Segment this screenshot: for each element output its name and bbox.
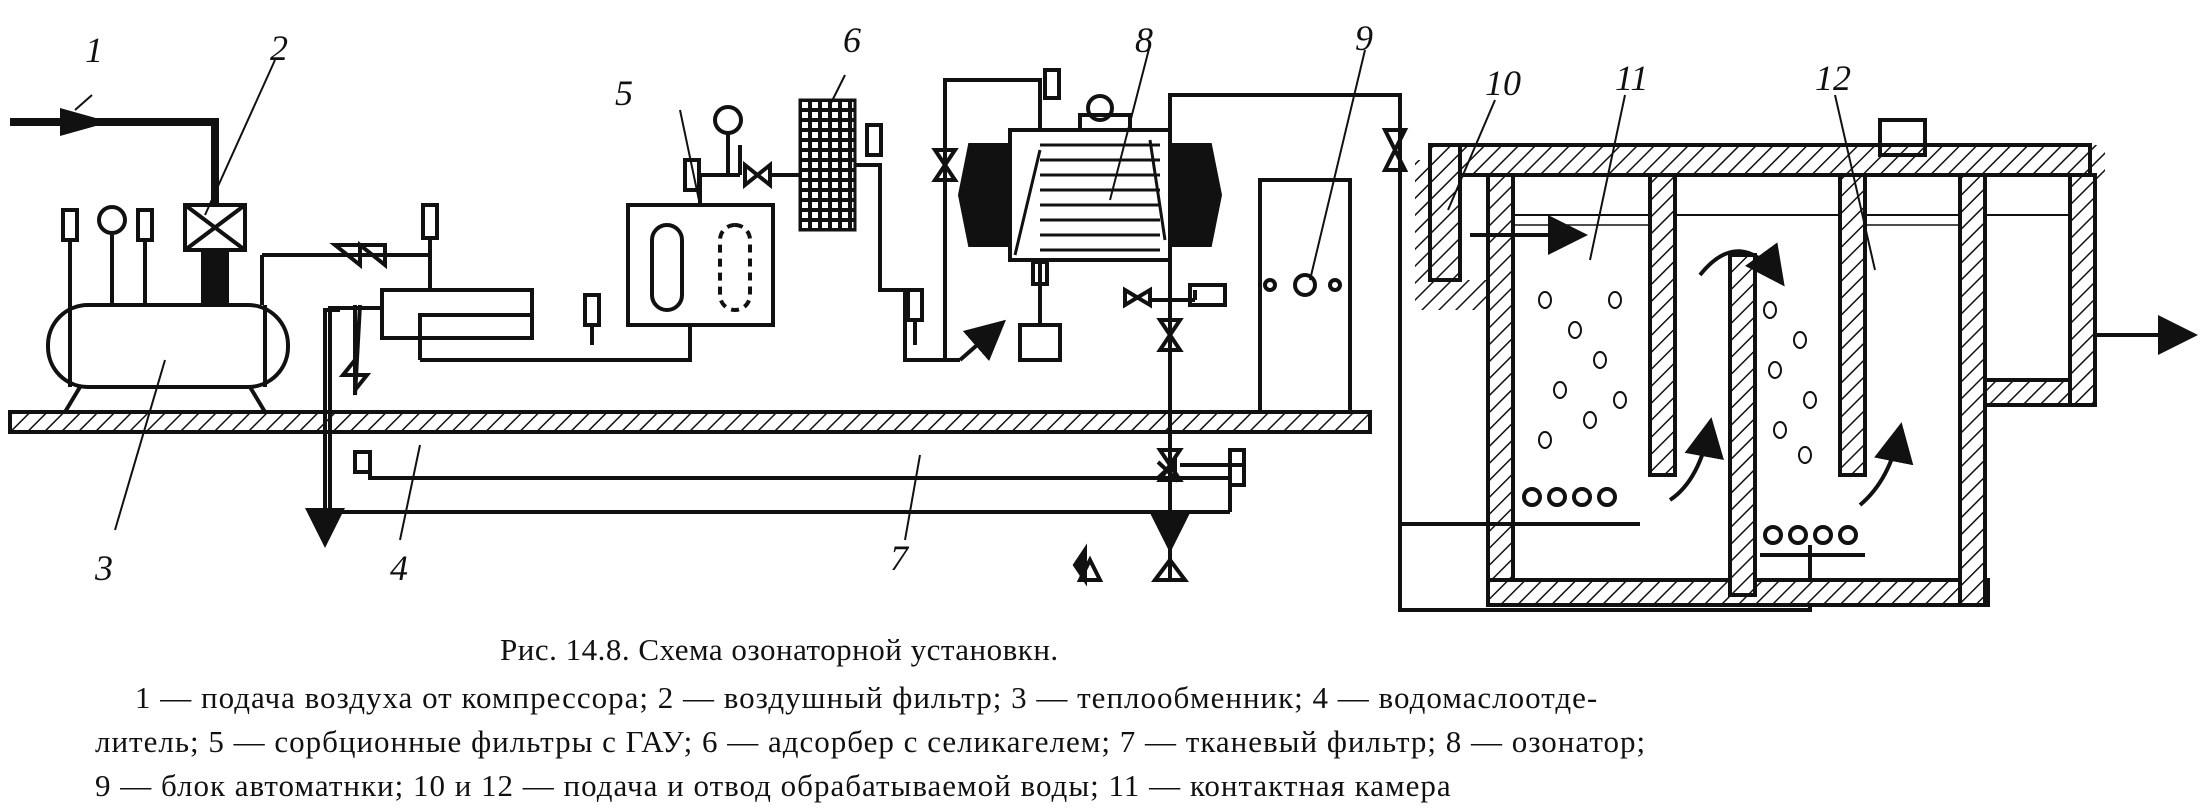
label-12: 12: [1815, 58, 1851, 98]
air-supply-line: [10, 118, 219, 205]
label-6: 6: [843, 20, 861, 60]
label-4: 4: [390, 548, 408, 588]
label-5: 5: [615, 73, 633, 113]
label-9: 9: [1355, 18, 1373, 58]
label-1: 1: [85, 30, 103, 70]
caption-legend-line-1: 1 — подача воздуха от компрессора; 2 — в…: [135, 680, 1599, 715]
adsorber-6: [798, 98, 857, 232]
caption-legend-line-2: литель; 5 — сорбционные фильтры с ГАУ; 6…: [95, 724, 1647, 759]
label-8: 8: [1135, 20, 1153, 60]
automation-block-9: [1258, 178, 1352, 414]
heat-exchanger-3: [46, 303, 290, 389]
ozonator-scheme-diagram: 1 2 3 4 5 6 7 8 9 10 11 12: [8, 18, 2198, 612]
label-2: 2: [270, 28, 288, 68]
floor-slab: [8, 410, 1372, 434]
caption-legend-line-3: 9 — блок автоматнки; 10 и 12 — подача и …: [95, 768, 1452, 803]
label-11: 11: [1615, 58, 1648, 98]
label-3: 3: [94, 548, 113, 588]
caption-title: Рис. 14.8. Схема озонаторной установкн.: [500, 632, 1059, 667]
ozonator-8: [957, 94, 1223, 362]
contact-chamber-11: [1400, 118, 2198, 607]
label-7: 7: [890, 538, 910, 578]
label-10: 10: [1485, 63, 1521, 103]
